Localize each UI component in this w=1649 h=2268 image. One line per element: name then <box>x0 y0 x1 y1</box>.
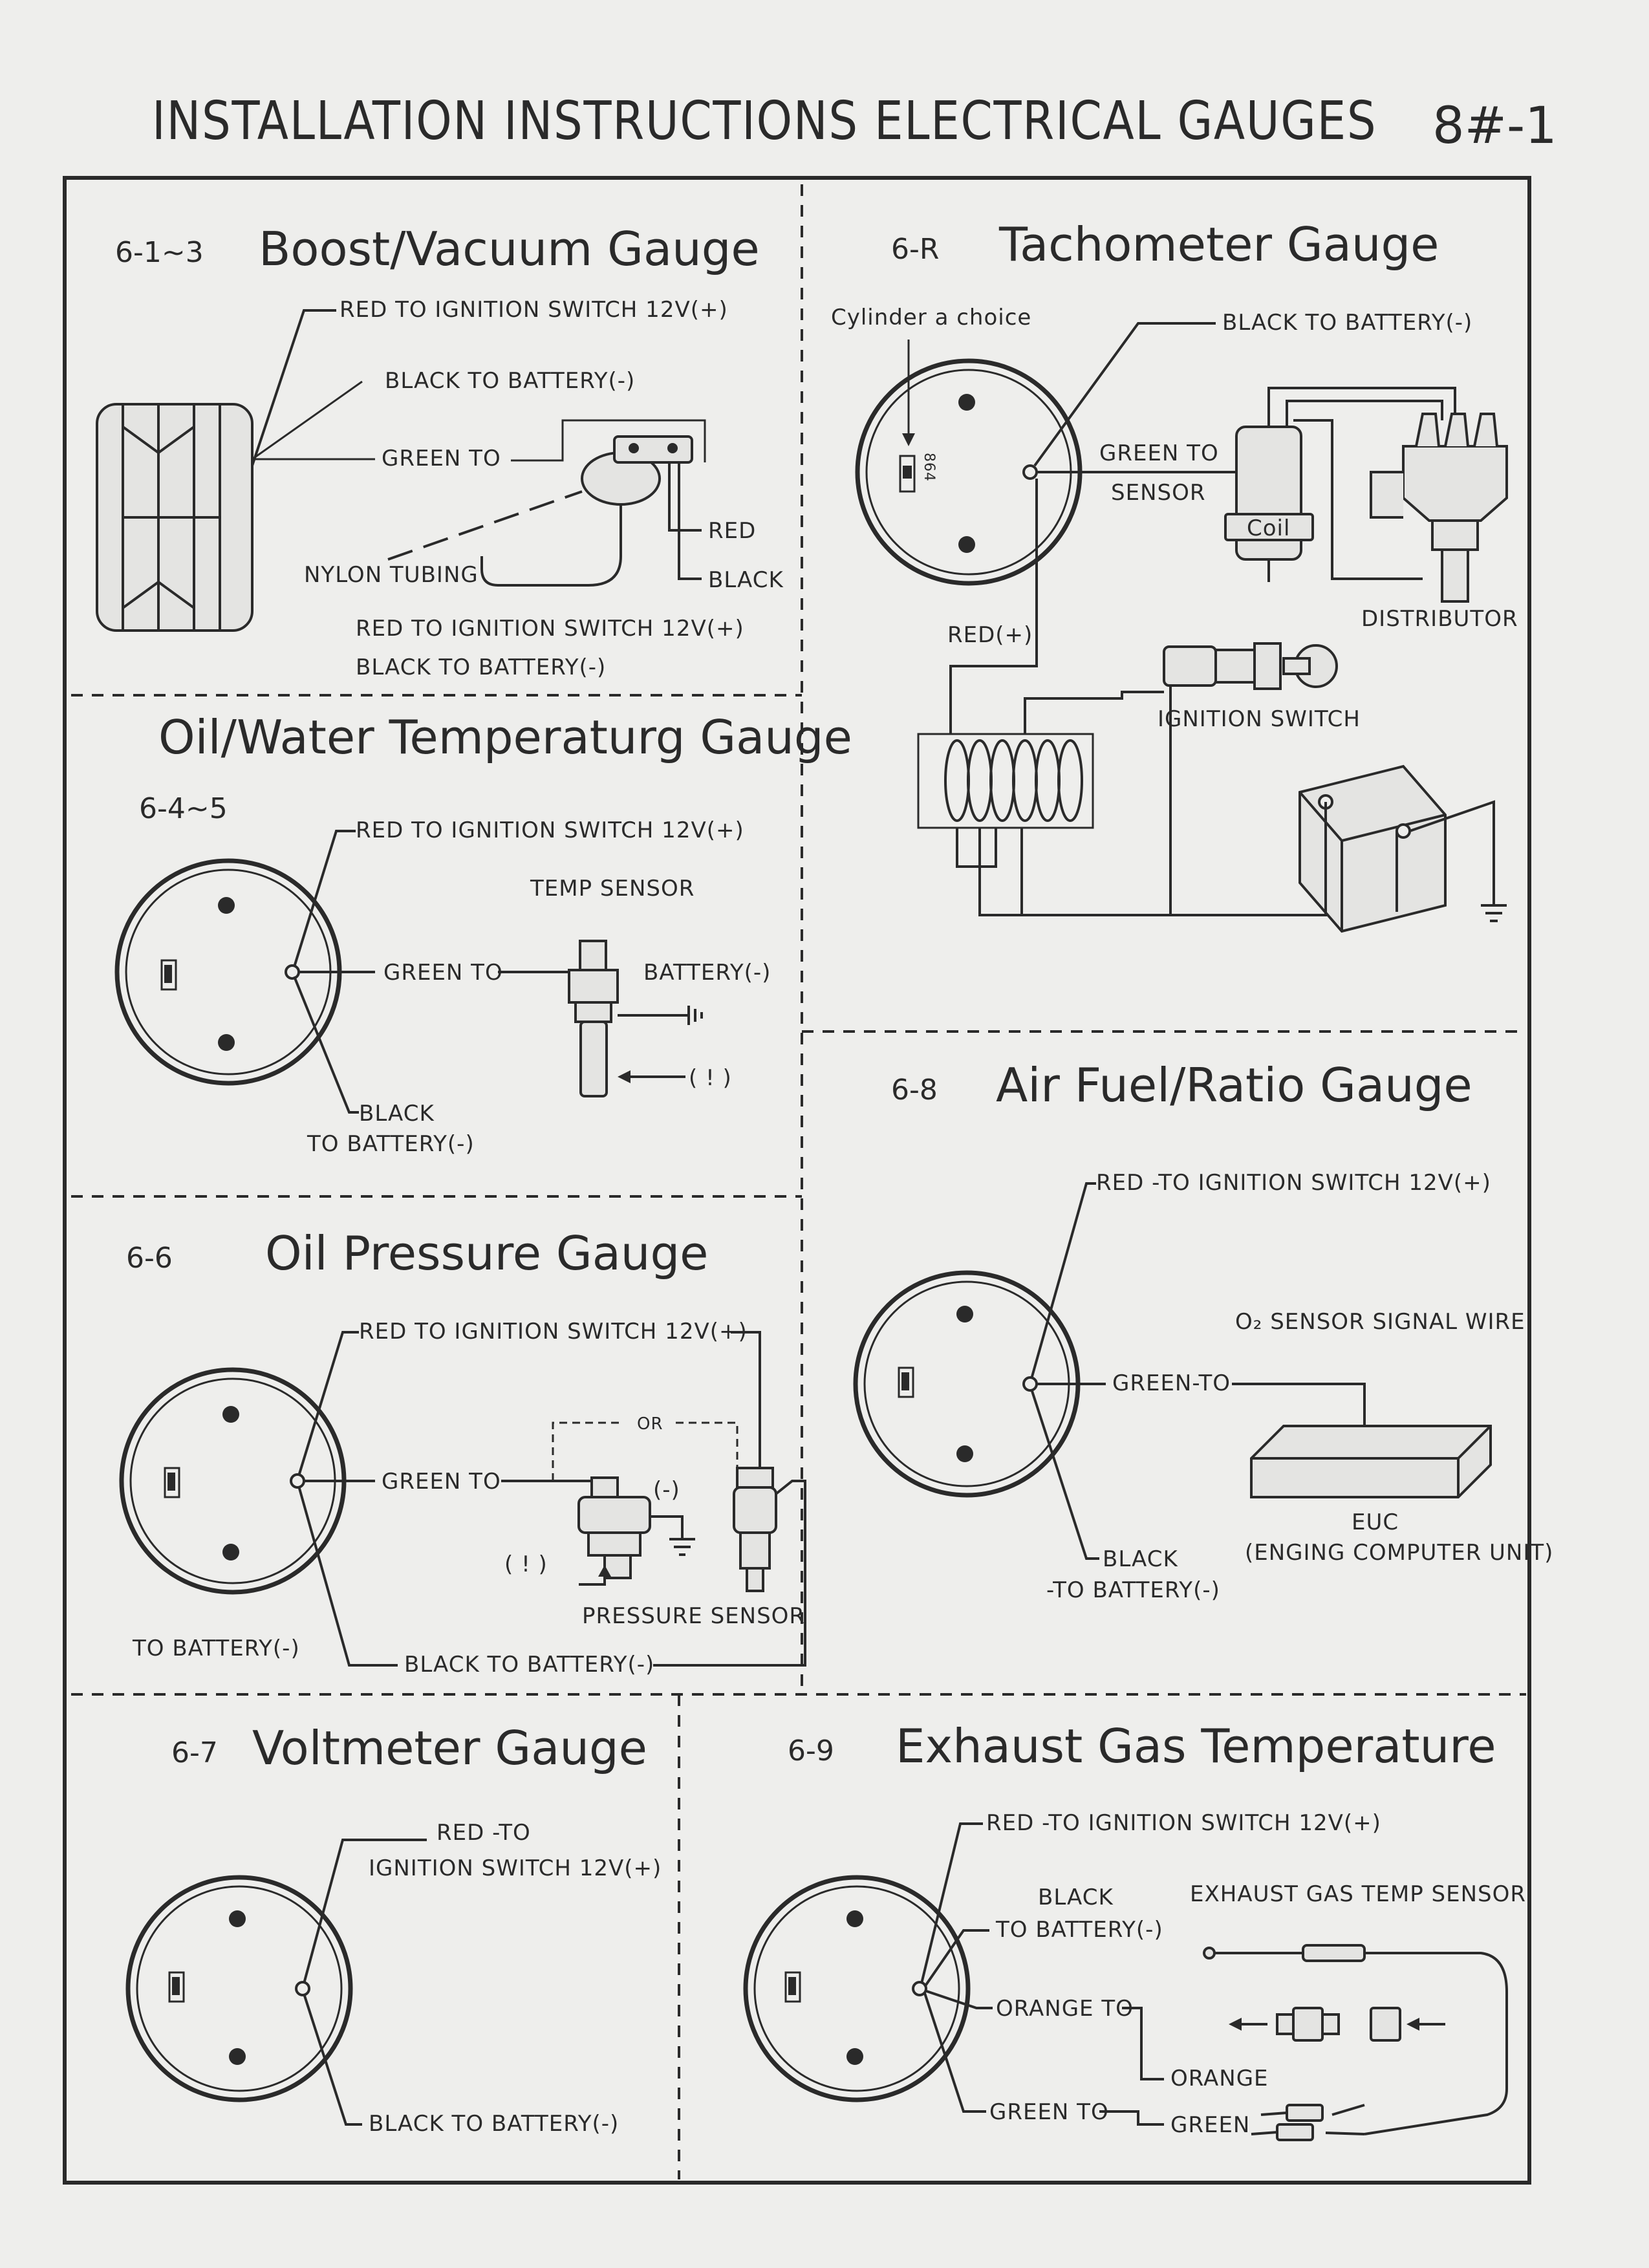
temp-battery-label: BATTERY(-) <box>643 960 771 986</box>
tach-ignition-coil: Coil <box>1224 387 1456 582</box>
tach-cylinder-digits: 864 <box>921 453 937 482</box>
page-title: INSTALLATION INSTRUCTIONS ELECTRICAL GAU… <box>152 91 1377 152</box>
oilp-minus-label: (-) <box>653 1477 680 1503</box>
afr-euc-label: EUC <box>1352 1509 1399 1535</box>
oilp-caution-label: ( ! ) <box>504 1551 548 1577</box>
afr-euc-box <box>1250 1425 1492 1498</box>
afr-number: 6-8 <box>891 1074 938 1107</box>
oilp-pressure-sensor-label: PRESSURE SENSOR <box>582 1603 805 1629</box>
egt-red-label: RED -TO IGNITION SWITCH 12V(+) <box>986 1810 1381 1836</box>
egt-black-label-2: TO BATTERY(-) <box>995 1917 1163 1943</box>
afr-black-label-1: BLACK <box>1103 1546 1178 1572</box>
section-air-fuel-ratio: 6-8 Air Fuel/Ratio Gauge RED -TO IGNITIO… <box>853 1058 1553 1603</box>
tach-distributor-label: DISTRIBUTOR <box>1361 606 1518 632</box>
oilp-green-label: GREEN TO <box>382 1469 501 1495</box>
oilp-sensor-tube <box>653 1467 806 1667</box>
page-code: 8#-1 <box>1432 97 1557 155</box>
temp-title: Oil/Water Temperaturg Gauge <box>158 710 852 764</box>
volt-number: 6-7 <box>171 1736 218 1769</box>
tach-coil-label: Coil <box>1247 515 1290 541</box>
afr-euc-full-label: (ENGING COMPUTER UNIT) <box>1245 1540 1553 1566</box>
outer-frame <box>63 176 1531 2185</box>
boost-black-label: BLACK TO BATTERY(-) <box>385 368 635 394</box>
afr-o2-label: O₂ SENSOR SIGNAL WIRE <box>1235 1309 1525 1335</box>
boost-sensor <box>480 419 706 587</box>
volt-red-label-2: IGNITION SWITCH 12V(+) <box>369 1855 662 1881</box>
egt-sensor-label: EXHAUST GAS TEMP SENSOR <box>1190 1881 1526 1907</box>
tach-ignition-label: IGNITION SWITCH <box>1158 706 1361 732</box>
section-egt: 6-9 Exhaust Gas Temperature RED -TO IGNI… <box>743 1719 1526 2141</box>
afr-red-label: RED -TO IGNITION SWITCH 12V(+) <box>1096 1170 1491 1196</box>
afr-title: Air Fuel/Ratio Gauge <box>996 1058 1472 1112</box>
boost-bottom-red-label: RED TO IGNITION SWITCH 12V(+) <box>356 616 744 642</box>
tach-battery <box>1170 764 1507 933</box>
egt-thermocouple-probe <box>1203 1944 1508 2141</box>
oilp-title: Oil Pressure Gauge <box>265 1226 708 1280</box>
oilp-black-label: BLACK TO BATTERY(-) <box>404 1652 654 1678</box>
afr-black-label-2: -TO BATTERY(-) <box>1046 1577 1220 1603</box>
egt-green-lead-label: GREEN <box>1170 2112 1250 2138</box>
tach-green-label-1: GREEN TO <box>1099 440 1219 466</box>
temp-sensor-label: TEMP SENSOR <box>530 876 695 902</box>
boost-sensor-black-label: BLACK <box>708 567 784 593</box>
boost-number: 6-1~3 <box>115 236 204 269</box>
tach-cylinder-label: Cylinder a choice <box>831 305 1031 330</box>
egt-compression-fitting <box>1229 2007 1445 2042</box>
volt-red-label-1: RED -TO <box>436 1820 531 1846</box>
oilp-to-battery-label: TO BATTERY(-) <box>132 1636 300 1661</box>
volt-gauge-face <box>125 1875 353 2102</box>
boost-gauge-side-view <box>96 403 253 632</box>
egt-number: 6-9 <box>788 1734 834 1767</box>
section-oil-pressure: 6-6 Oil Pressure Gauge RED TO IGNITION S… <box>119 1226 806 1678</box>
tach-distributor <box>1370 413 1508 603</box>
volt-black-label: BLACK TO BATTERY(-) <box>369 2111 619 2137</box>
oilp-sensor-round <box>577 1476 695 1586</box>
egt-title: Exhaust Gas Temperature <box>896 1719 1496 1773</box>
temp-black-label-2: TO BATTERY(-) <box>307 1131 475 1157</box>
section-tachometer: 6-R Tachometer Gauge Cylinder a choice 8… <box>831 217 1518 933</box>
temp-number: 6-4~5 <box>139 792 228 825</box>
boost-nylon-label: NYLON TUBING <box>304 562 479 588</box>
oilp-or-label: OR <box>637 1414 663 1434</box>
egt-orange-label: ORANGE TO <box>996 1996 1134 2022</box>
temp-caution-label: ( ! ) <box>689 1065 732 1091</box>
section-temperature: Oil/Water Temperaturg Gauge 6-4~5 RED TO… <box>114 710 852 1157</box>
tach-number: 6-R <box>891 233 939 266</box>
egt-black-label-1: BLACK <box>1038 1885 1114 1910</box>
boost-bottom-black-label: BLACK TO BATTERY(-) <box>356 654 606 680</box>
tach-red-label: RED(+) <box>947 622 1033 648</box>
egt-green-label: GREEN TO <box>989 2099 1109 2125</box>
boost-green-label: GREEN TO <box>382 446 501 471</box>
egt-orange-lead-label: ORANGE <box>1170 2066 1269 2091</box>
temp-sensor <box>568 940 703 1097</box>
volt-title: Voltmeter Gauge <box>252 1721 647 1775</box>
boost-sensor-red-label: RED <box>708 518 756 544</box>
boost-title: Boost/Vacuum Gauge <box>259 222 760 276</box>
section-boost-vacuum: 6-1~3 Boost/Vacuum Gauge RED TO IGNITION… <box>96 222 784 680</box>
oilp-number: 6-6 <box>126 1242 173 1275</box>
temp-black-label-1: BLACK <box>359 1101 435 1127</box>
temp-red-label: RED TO IGNITION SWITCH 12V(+) <box>356 817 744 843</box>
oilp-red-label: RED TO IGNITION SWITCH 12V(+) <box>359 1319 748 1345</box>
tach-green-label-2: SENSOR <box>1111 480 1205 506</box>
afr-green-label: GREEN-TO <box>1112 1370 1231 1396</box>
tach-ignition-switch <box>1163 642 1338 690</box>
temp-green-label: GREEN TO <box>383 960 503 986</box>
tach-black-label: BLACK TO BATTERY(-) <box>1222 310 1472 336</box>
boost-red-label: RED TO IGNITION SWITCH 12V(+) <box>339 297 728 323</box>
egt-gauge-face <box>743 1875 971 2102</box>
section-voltmeter: 6-7 Voltmeter Gauge RED -TO IGNITION SWI… <box>125 1721 662 2137</box>
tach-title: Tachometer Gauge <box>998 217 1439 272</box>
tach-wire-harness <box>917 671 1190 916</box>
